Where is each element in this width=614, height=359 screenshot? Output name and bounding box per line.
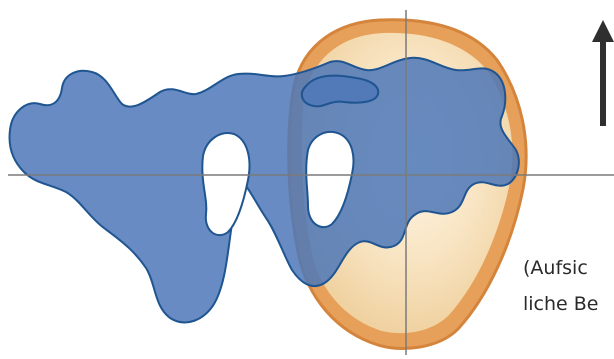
blue-lobe	[302, 76, 378, 107]
caption-line-1: (Aufsic	[523, 257, 588, 279]
up-arrow-icon	[592, 20, 614, 126]
left-foramen	[202, 133, 249, 235]
caption-line-2: liche Be	[523, 293, 599, 315]
